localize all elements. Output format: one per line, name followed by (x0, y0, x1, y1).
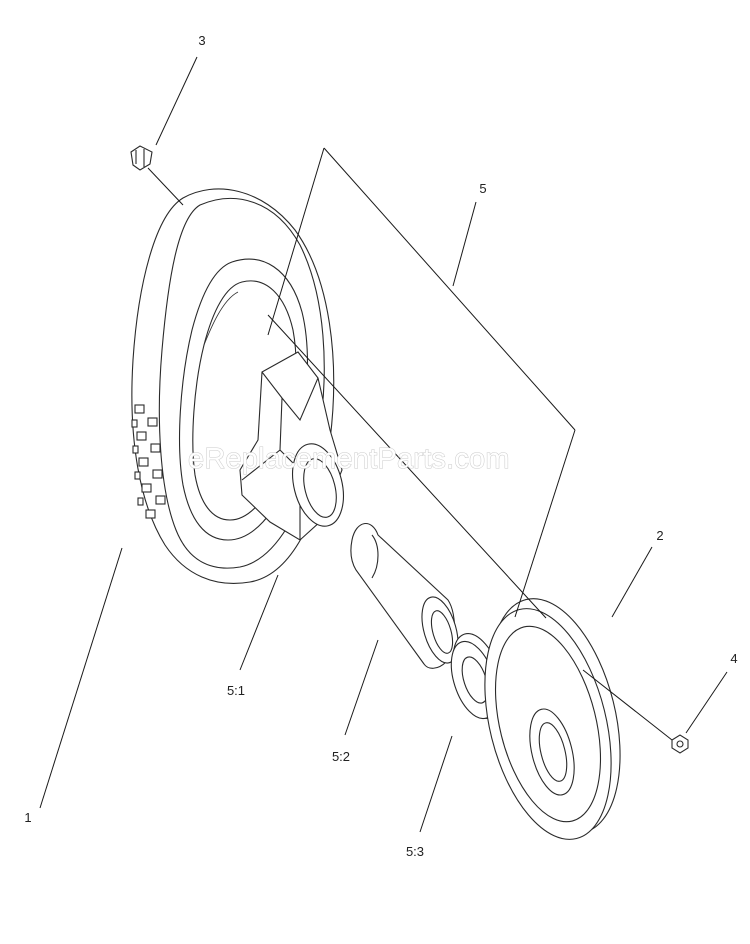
callout-4: 4 (730, 651, 737, 666)
callout-5-3: 5:3 (406, 844, 424, 859)
callout-5-1: 5:1 (227, 683, 245, 698)
tread-pattern (131, 404, 166, 519)
spacer-part-5-2 (350, 523, 459, 669)
cover-part-2 (484, 598, 621, 840)
nut-part-4 (671, 734, 689, 754)
callout-2: 2 (656, 528, 663, 543)
callout-5: 5 (479, 181, 486, 196)
callout-1: 1 (24, 810, 31, 825)
hub-part-5-1 (239, 351, 344, 541)
leader-lines (39, 56, 728, 833)
watermark-text: eReplacementParts.com (188, 443, 510, 475)
callout-3: 3 (198, 33, 205, 48)
bolt-part-3 (130, 145, 153, 171)
callout-5-2: 5:2 (332, 749, 350, 764)
